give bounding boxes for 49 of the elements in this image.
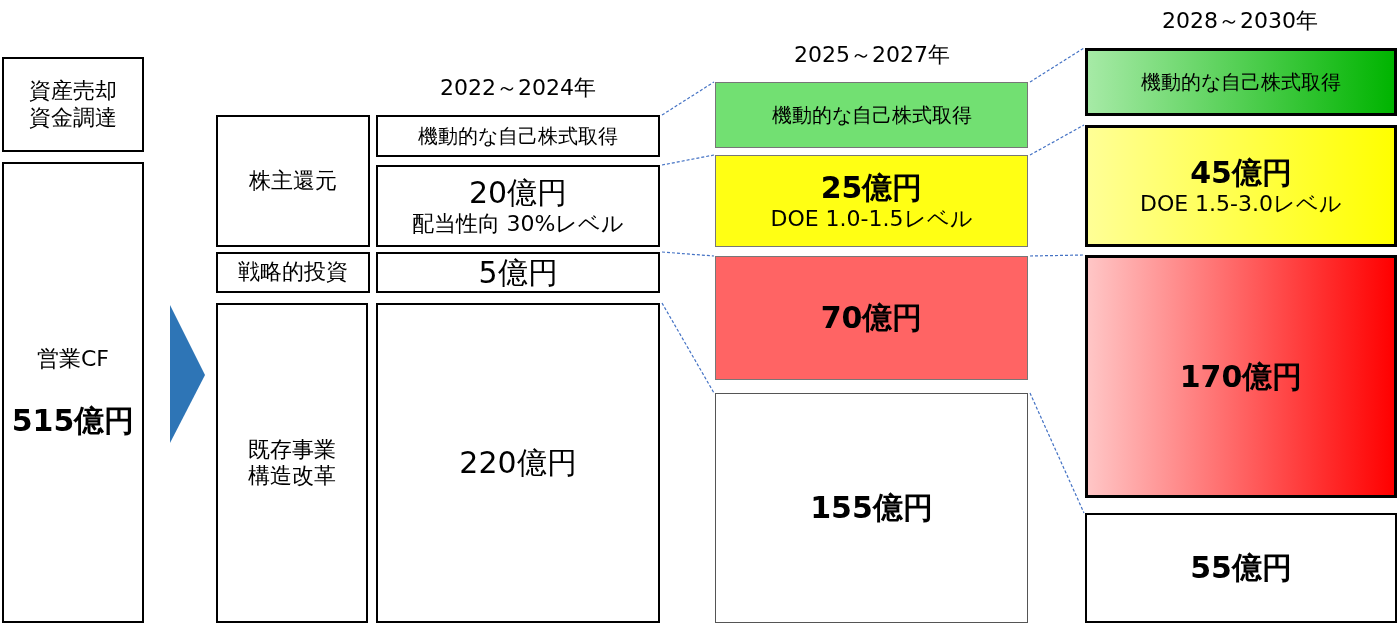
cash-flow-box xyxy=(2,162,144,623)
allocation-box xyxy=(376,252,660,293)
box-label: 20億円 xyxy=(468,174,568,211)
box-label: 株主還元 xyxy=(249,167,337,195)
allocation-box xyxy=(1085,125,1397,247)
box-label: 70億円 xyxy=(820,300,923,336)
box-label: 営業CF xyxy=(37,346,109,373)
allocation-box xyxy=(216,115,370,247)
allocation-box xyxy=(2,57,144,152)
connector-line xyxy=(1029,47,1085,83)
allocation-box xyxy=(216,252,370,293)
box-label: 資産売却資金調達 xyxy=(28,78,118,131)
allocation-box xyxy=(376,165,660,247)
box-label: 155億円 xyxy=(810,490,933,526)
period-heading: 2025～2027年 xyxy=(794,41,950,69)
allocation-box xyxy=(216,303,368,623)
allocation-box xyxy=(715,155,1028,247)
allocation-box xyxy=(1085,255,1397,498)
box-label: 25億円 xyxy=(820,169,923,206)
box-label: 機動的な自己株式取得 xyxy=(1141,70,1341,94)
box-label: 170億円 xyxy=(1179,358,1303,395)
box-note: DOE 1.5-3.0レベル xyxy=(1139,190,1343,218)
allocation-box xyxy=(1085,48,1397,116)
connector-line xyxy=(1029,124,1085,156)
connector-line xyxy=(1029,254,1085,257)
connector-line xyxy=(661,81,715,116)
box-label: 既存事業構造改革 xyxy=(247,436,337,490)
connector-line xyxy=(661,251,715,257)
allocation-box xyxy=(715,82,1028,148)
box-note: 配当性向 30%レベル xyxy=(411,210,625,238)
box-label: 戦略的投資 xyxy=(238,259,348,286)
box-label: 5億円 xyxy=(478,254,558,291)
box-label: 機動的な自己株式取得 xyxy=(418,124,618,148)
box-label: 220億円 xyxy=(459,445,577,481)
allocation-box xyxy=(376,115,660,157)
period-heading: 2028～2030年 xyxy=(1162,7,1318,35)
allocation-box xyxy=(715,393,1028,623)
box-label: 45億円 xyxy=(1190,154,1292,191)
box-label: 55億円 xyxy=(1190,550,1292,586)
connector-line xyxy=(1029,392,1085,514)
period-heading: 2022～2024年 xyxy=(440,74,596,102)
connector-line xyxy=(661,302,715,394)
allocation-box xyxy=(1085,513,1397,623)
box-note: DOE 1.0-1.5レベル xyxy=(770,205,973,233)
allocation-box xyxy=(376,303,660,623)
allocation-box xyxy=(715,256,1028,380)
connector-line xyxy=(661,154,715,166)
box-note: 515億円 xyxy=(11,402,135,439)
box-label: 機動的な自己株式取得 xyxy=(771,103,972,127)
